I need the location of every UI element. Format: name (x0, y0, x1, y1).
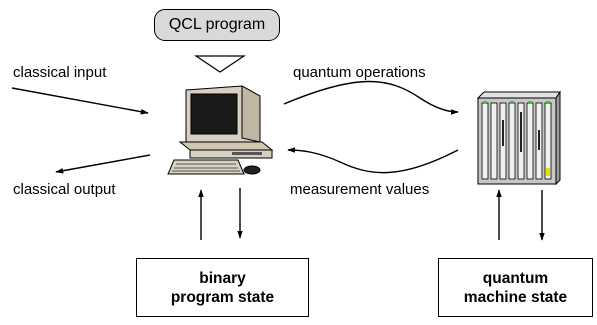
classical-input-arrow (11, 87, 149, 115)
classical-output-arrow (55, 154, 151, 174)
program-input-triangle (194, 55, 246, 73)
quantum-state-line1: quantum (482, 269, 549, 287)
classical-input-label: classical input (13, 64, 107, 81)
classical-output-label: classical output (13, 181, 116, 198)
quantum-operations-arrow (283, 80, 459, 115)
binary-program-state-box: binary program state (136, 258, 309, 317)
quantum-machine-state-box: quantum machine state (438, 258, 593, 317)
classical-computer-icon (167, 85, 274, 175)
quantum-machine-icon (476, 90, 561, 186)
binary-state-line2: program state (170, 288, 275, 306)
measurement-values-arrow (287, 147, 459, 174)
qcl-program-label: QCL program (168, 16, 266, 33)
measurement-values-label: measurement values (290, 181, 430, 198)
quantum-operations-label: quantum operations (293, 64, 426, 81)
qcl-program-node: QCL program (154, 9, 280, 41)
quantum-state-line2: machine state (463, 288, 568, 306)
binary-state-line1: binary (199, 269, 246, 287)
